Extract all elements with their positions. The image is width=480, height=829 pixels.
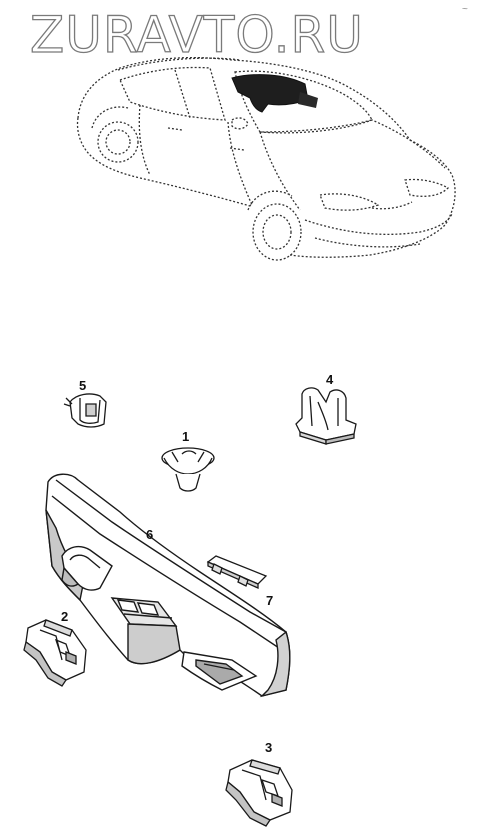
part-1-rivet <box>161 447 215 492</box>
callout-2: 2 <box>61 609 68 624</box>
part-5-clip <box>63 393 107 428</box>
highlighted-part-location <box>231 74 309 113</box>
callout-4: 4 <box>326 372 334 387</box>
callout-5: 5 <box>79 378 86 393</box>
watermark-text: ZURAVTO.RU <box>30 6 364 64</box>
part-3-bracket <box>225 759 293 827</box>
callout-7: 7 <box>266 593 273 608</box>
callout-1: 1 <box>182 429 189 444</box>
car-outline <box>76 57 456 261</box>
part-7-strip <box>206 555 268 589</box>
part-4-bracket <box>295 387 357 445</box>
part-6-trim-panel <box>45 473 291 698</box>
callout-3: 3 <box>265 740 272 755</box>
callout-6: 6 <box>146 527 153 542</box>
corner-mark: ~ <box>462 4 468 15</box>
part-2-bracket <box>23 619 87 687</box>
